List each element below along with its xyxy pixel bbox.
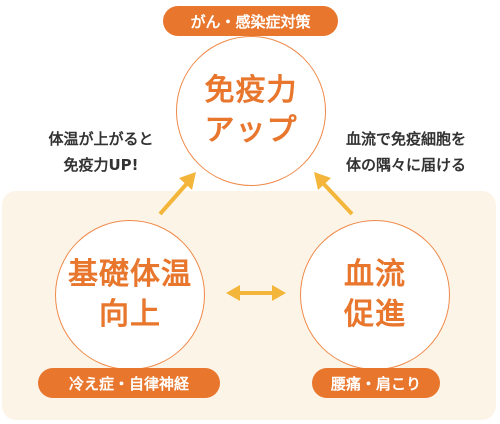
arrow-right-to-top-head [314, 172, 331, 190]
arrow-bidirectional-right-head [272, 285, 286, 301]
node-blood-flow: 血流 促進 [300, 220, 450, 370]
node-body-temperature: 基礎体温 向上 [55, 220, 205, 370]
tag-body-temperature: 冷え症・自律神経 [38, 368, 220, 398]
node-blood-flow-label: 血流 促進 [344, 257, 406, 332]
tag-immunity: がん・感染症対策 [163, 6, 338, 36]
arrow-left-to-top-head [179, 172, 196, 190]
node-body-temperature-label: 基礎体温 向上 [68, 257, 192, 332]
tag-blood-flow: 腰痛・肩こり [312, 368, 440, 398]
arrow-left-to-top [158, 178, 192, 216]
arrow-right-to-top [318, 178, 354, 216]
caption-right: 血流で免疫細胞を 体の隅々に届ける [345, 130, 466, 174]
node-immunity-label: 免疫力 アップ [204, 73, 298, 148]
arrow-bidirectional-left-head [226, 285, 240, 301]
node-immunity: 免疫力 アップ [176, 36, 326, 186]
caption-left: 体温が上がると 免疫力UP! [48, 130, 154, 174]
